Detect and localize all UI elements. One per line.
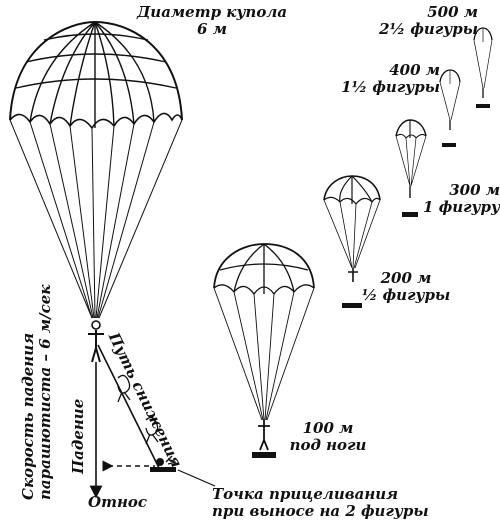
aim-label: Точка прицеливания при выносе на 2 фигур… (212, 486, 429, 520)
altitude-height: 300 м (449, 181, 500, 199)
speed-label: Скорость падения парашютиста – 6 м/сек (19, 284, 54, 500)
altitude-figures: ½ фигуры (361, 286, 451, 304)
diameter-line2: 6 м (197, 20, 227, 38)
large-parachute (9, 20, 183, 363)
altitude-label-300: 300 м 1 фигуру (400, 182, 500, 216)
altitude-label-200: 200 м ½ фигуры (358, 270, 454, 304)
ground-300m (402, 212, 418, 217)
parachute-200m (323, 175, 381, 282)
parachute-300m (395, 119, 427, 198)
diameter-line1: Диаметр купола (136, 3, 288, 21)
diameter-label: Диаметр купола 6 м (112, 4, 312, 38)
altitude-height: 100 м (302, 419, 354, 437)
altitude-height: 400 м (389, 61, 440, 79)
altitude-label-100: 100 м под ноги (280, 420, 376, 454)
parachute-400m (439, 69, 461, 130)
aim-line2: при выносе на 2 фигуры (212, 502, 429, 520)
altitude-height: 500 м (427, 3, 478, 21)
altitude-figures: под ноги (289, 436, 367, 454)
altitude-figures: 1 фигуру (423, 198, 500, 216)
altitude-label-400: 400 м 1½ фигуры (332, 62, 440, 96)
parachute-500m (473, 27, 493, 98)
aim-line1: Точка прицеливания (212, 485, 399, 503)
ground-400m (442, 143, 456, 147)
speed-line2: парашютиста – 6 м/сек (36, 284, 54, 500)
path-figures (117, 374, 159, 445)
speed-line1: Скорость падения (19, 332, 37, 500)
drift-label: Относ (88, 493, 148, 511)
ground-200m (342, 303, 362, 308)
altitude-label-500: 500 м 2½ фигуры (368, 4, 478, 38)
aim-target (150, 455, 177, 472)
parachute-100m (213, 243, 315, 451)
ground-500m (476, 104, 490, 108)
fall-label: Падение (69, 398, 87, 474)
aim-leader (177, 469, 216, 487)
descent-path-line (97, 344, 161, 471)
ground-100m (252, 452, 276, 458)
altitude-figures: 1½ фигуры (341, 78, 440, 96)
altitude-figures: 2½ фигуры (379, 20, 478, 38)
altitude-height: 200 м (380, 269, 432, 287)
